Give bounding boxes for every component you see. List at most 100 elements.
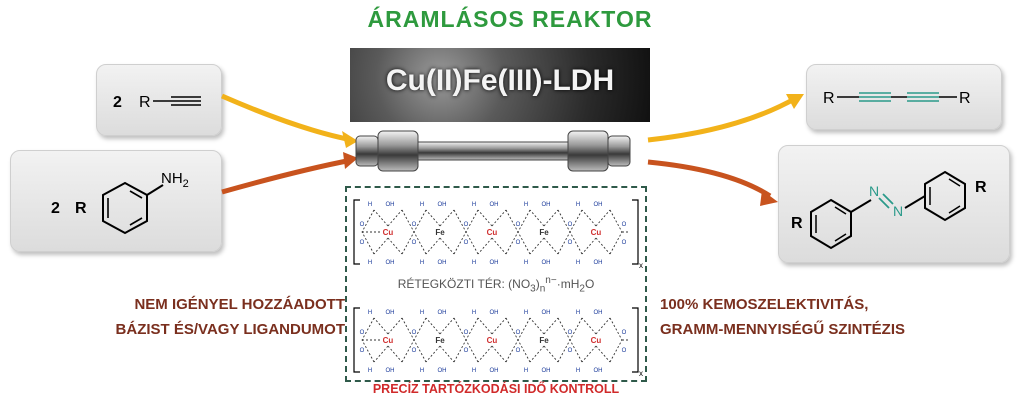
lattice-oh-bottom: OH xyxy=(594,368,603,374)
lattice-oh-top: OH xyxy=(490,310,499,316)
azo-r2: R xyxy=(975,179,987,196)
product-azo-box: R N N R xyxy=(778,145,1010,263)
lattice-o-bottom: O xyxy=(568,240,573,246)
alkyne-coef: 2 xyxy=(113,94,122,111)
lattice-h-top: H xyxy=(576,202,580,208)
lattice-h-bottom: H xyxy=(472,368,476,374)
lattice-o-bottom: O xyxy=(568,348,573,354)
lattice-o-bottom: O xyxy=(516,348,521,354)
ldh-structure-frame xyxy=(345,186,647,382)
lattice-o-end-top: O xyxy=(622,330,627,336)
reactor-tube xyxy=(355,130,631,172)
catalyst-label: Cu(II)Fe(III)-LDH xyxy=(385,64,615,97)
alkyne-r: R xyxy=(139,94,151,111)
lattice-oh-bottom: OH xyxy=(438,260,447,266)
azo-n2: N xyxy=(893,203,903,219)
lattice-h-top: H xyxy=(524,310,528,316)
lattice-o-bottom: O xyxy=(464,348,469,354)
lattice-oh-bottom: OH xyxy=(490,368,499,374)
aniline-r: R xyxy=(75,200,87,217)
lattice-oh-bottom: OH xyxy=(490,260,499,266)
lattice-oh-bottom: OH xyxy=(542,260,551,266)
right-note-line1: 100% KEMOSZELEKTIVITÁS, xyxy=(660,296,869,313)
lattice-h-top: H xyxy=(524,202,528,208)
lattice-o-top: O xyxy=(464,222,469,228)
lattice-metal-cu: Cu xyxy=(591,336,602,345)
lattice-o-top: O xyxy=(516,330,521,336)
lattice-h-top: H xyxy=(576,310,580,316)
lattice-metal-fe: Fe xyxy=(435,228,445,237)
lattice-oh-bottom: OH xyxy=(542,368,551,374)
diagram-title: ÁRAMLÁSOS REAKTOR xyxy=(367,6,653,32)
diyne-structure: R R xyxy=(823,90,971,107)
lattice-oh-top: OH xyxy=(542,310,551,316)
lattice-o-end-bottom: O xyxy=(622,348,627,354)
lattice-o-top: O xyxy=(516,222,521,228)
lattice-oh-bottom: OH xyxy=(386,368,395,374)
right-note-line2: GRAMM-MENNYISÉGŰ SZINTÉZIS xyxy=(660,321,906,338)
left-note: NEM IGÉNYEL HOZZÁADOTT BÁZIST ÉS/VAGY LI… xyxy=(60,292,345,342)
diyne-r1: R xyxy=(823,90,835,107)
lattice-h-bottom: H xyxy=(420,260,424,266)
lattice-metal-fe: Fe xyxy=(539,228,549,237)
lattice-h-bottom: H xyxy=(472,260,476,266)
product-diyne-box: R R xyxy=(806,64,1002,130)
reactant-alkyne-box: 2 R xyxy=(96,64,222,136)
diyne-r2: R xyxy=(959,90,971,107)
lattice-oh-top: OH xyxy=(594,310,603,316)
lattice-o-end-top: O xyxy=(622,222,627,228)
aniline-structure: 2 R NH2 xyxy=(51,170,189,235)
lattice-metal-cu: Cu xyxy=(591,228,602,237)
lattice-o-bottom: O xyxy=(464,240,469,246)
lattice-h-bottom: H xyxy=(524,260,528,266)
azo-r1: R xyxy=(791,215,803,232)
lattice-oh-top: OH xyxy=(490,202,499,208)
lattice-h-bottom: H xyxy=(368,260,372,266)
lattice-oh-bottom: OH xyxy=(386,260,395,266)
interlayer-label: RÉTEGKÖZTI TÉR: (NO3)nn−·mH2O xyxy=(397,275,595,295)
lattice-h-top: H xyxy=(472,310,476,316)
lattice-h-bottom: H xyxy=(576,260,580,266)
lattice-oh-top: OH xyxy=(594,202,603,208)
lattice-o-top: O xyxy=(360,222,365,228)
alkyne-structure: 2 R xyxy=(113,94,201,111)
lattice-o-bottom: O xyxy=(360,240,365,246)
catalyst-image: Cu(II)Fe(III)-LDH xyxy=(350,48,650,122)
lattice-oh-top: OH xyxy=(542,202,551,208)
amine-subscript: 2 xyxy=(183,178,189,190)
lattice-oh-top: OH xyxy=(438,202,447,208)
lattice-metal-cu: Cu xyxy=(383,228,394,237)
lattice-h-top: H xyxy=(420,310,424,316)
lattice-h-bottom: H xyxy=(524,368,528,374)
lattice-h-bottom: H xyxy=(368,368,372,374)
lattice-x-subscript: x xyxy=(639,369,643,378)
amine-group: NH xyxy=(161,170,183,187)
residence-time-caption: PRECÍZ TARTÓZKODÁSI IDŐ KONTROLL xyxy=(372,382,620,396)
lattice-metal-fe: Fe xyxy=(435,336,445,345)
lattice-h-top: H xyxy=(368,202,372,208)
lattice-x-subscript: x xyxy=(639,261,643,270)
right-note: 100% KEMOSZELEKTIVITÁS, GRAMM-MENNYISÉGŰ… xyxy=(660,292,990,342)
azo-structure: R N N R xyxy=(791,170,987,250)
lattice-h-top: H xyxy=(420,202,424,208)
lattice-h-top: H xyxy=(472,202,476,208)
lattice-oh-top: OH xyxy=(386,202,395,208)
lattice-metal-fe: Fe xyxy=(539,336,549,345)
left-note-line2: BÁZIST ÉS/VAGY LIGANDUMOT xyxy=(115,321,345,338)
lattice-o-top: O xyxy=(568,330,573,336)
left-note-line1: NEM IGÉNYEL HOZZÁADOTT xyxy=(134,296,345,313)
lattice-o-bottom: O xyxy=(360,348,365,354)
lattice-o-end-bottom: O xyxy=(622,240,627,246)
lattice-h-bottom: H xyxy=(576,368,580,374)
lattice-oh-top: OH xyxy=(386,310,395,316)
lattice-o-bottom: O xyxy=(412,240,417,246)
lattice-oh-top: OH xyxy=(438,310,447,316)
lattice-o-top: O xyxy=(412,330,417,336)
lattice-oh-bottom: OH xyxy=(594,260,603,266)
lattice-o-bottom: O xyxy=(516,240,521,246)
lattice-o-top: O xyxy=(360,330,365,336)
lattice-o-top: O xyxy=(464,330,469,336)
